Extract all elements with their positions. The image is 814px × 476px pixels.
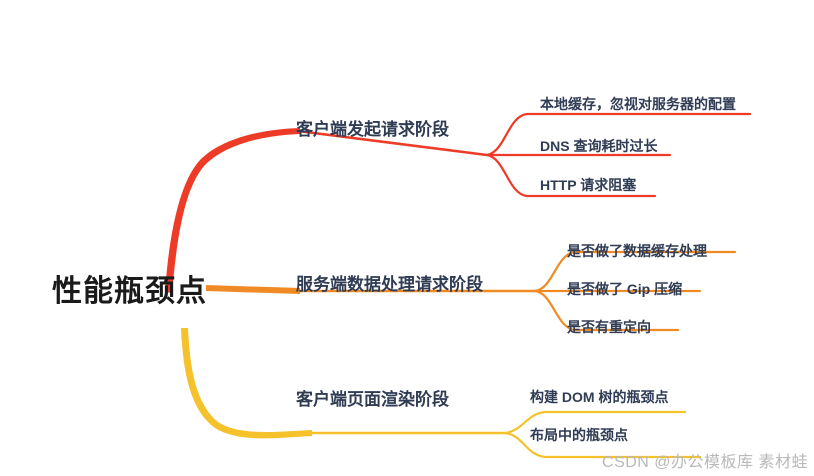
branch-1-stem	[165, 128, 300, 293]
branch-label-server-processing[interactable]: 服务端数据处理请求阶段	[296, 275, 483, 294]
leaf-label-redirect[interactable]: 是否有重定向	[567, 319, 651, 335]
branch-label-client-render[interactable]: 客户端页面渲染阶段	[296, 390, 449, 409]
leaf-label-dom-tree[interactable]: 构建 DOM 树的瓶颈点	[530, 389, 669, 405]
leaf-label-local-cache[interactable]: 本地缓存，忽视对服务器的配置	[540, 96, 736, 112]
leaf-label-dns-lookup[interactable]: DNS 查询耗时过长	[540, 138, 658, 154]
watermark: CSDN @办公模板库 素材蛙	[602, 454, 808, 471]
leaf-label-data-cache[interactable]: 是否做了数据缓存处理	[567, 243, 707, 259]
branch-3-stem	[181, 328, 312, 439]
branch-2-stem	[206, 285, 300, 294]
mindmap-root-node[interactable]: 性能瓶颈点	[52, 275, 207, 308]
leaf-label-gzip-compression[interactable]: 是否做了 Gip 压缩	[567, 281, 683, 297]
leaf-label-http-blocking[interactable]: HTTP 请求阻塞	[540, 177, 637, 193]
leaf-label-layout[interactable]: 布局中的瓶颈点	[530, 427, 628, 443]
branch-label-client-request[interactable]: 客户端发起请求阶段	[296, 120, 449, 139]
